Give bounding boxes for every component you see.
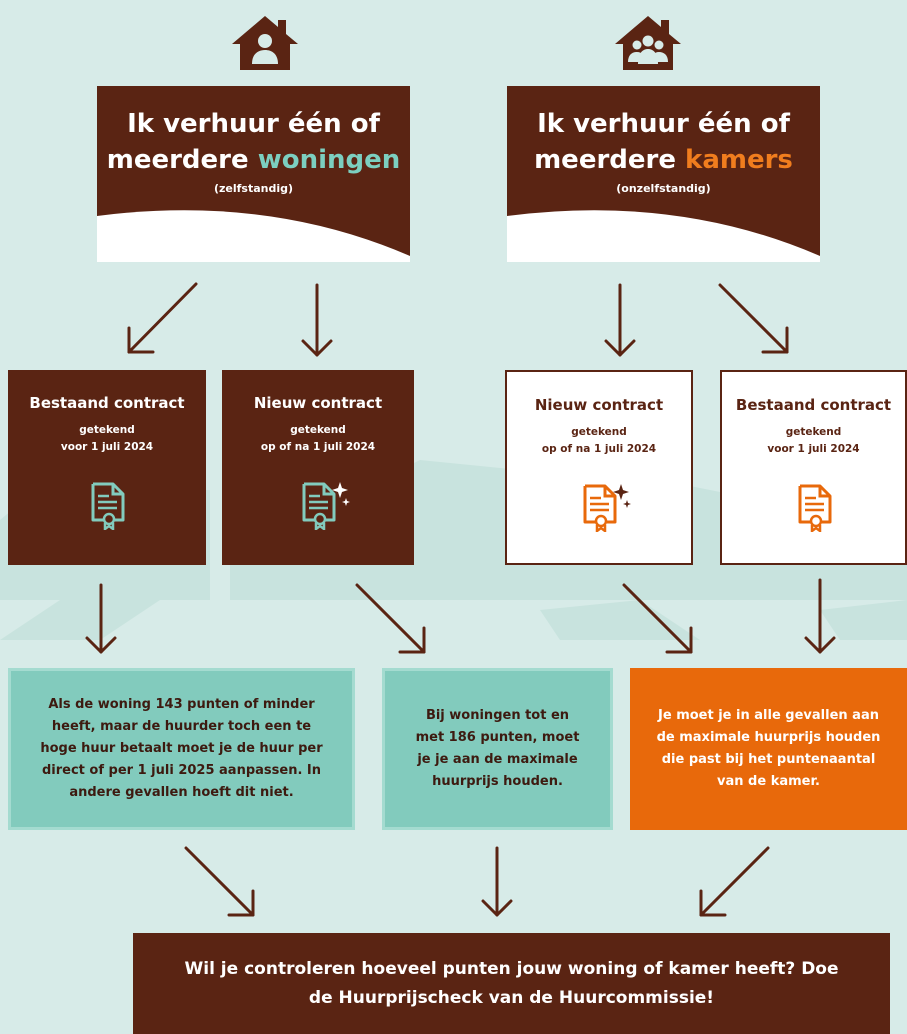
contract-document-sparkle-icon: [302, 482, 350, 530]
contract-title: Nieuw contract: [534, 396, 664, 414]
contract-title: Bestaand contract: [29, 394, 185, 412]
kamers-subtitle: (onzelfstandig): [616, 182, 711, 195]
conclusion-text: Wil je controleren hoeveel punten jouw w…: [184, 958, 839, 1008]
arrow-right-to-existing: [718, 283, 789, 354]
woningen-title: Ik verhuur één of meerdere woningen: [106, 109, 401, 175]
box-wave-decoration: [507, 210, 820, 262]
woningen-subtitle: (zelfstandig): [213, 182, 294, 195]
outcome-existing-woning: Als de woning 143 punten of minder heeft…: [8, 668, 355, 830]
outcome-new-woning: Bij woningen tot en met 186 punten, moet…: [382, 668, 613, 830]
contract-date: getekend voor 1 juli 2024: [767, 426, 860, 455]
house-group-icon: [615, 16, 681, 70]
contract-existing-kamer: Bestaand contract getekend voor 1 juli 2…: [720, 370, 907, 565]
arrow-left-to-new: [301, 283, 333, 357]
arrow-left-to-existing: [127, 282, 198, 354]
arrow-outcome3-to-conclusion: [699, 846, 770, 917]
house-single-person-icon: [232, 16, 298, 70]
woningen-accent-word: woningen: [257, 145, 401, 175]
arrow-outcome1-to-conclusion: [184, 846, 255, 917]
contract-existing-woning: Bestaand contract getekend voor 1 juli 2…: [8, 370, 206, 565]
contract-date: getekend voor 1 juli 2024: [60, 424, 154, 453]
contract-new-kamer: Nieuw contract getekend op of na 1 juli …: [505, 370, 693, 565]
arrow-new-kamer-to-outcome: [622, 583, 693, 654]
arrow-right-to-new: [604, 283, 636, 357]
contract-new-woning: Nieuw contract getekend op of na 1 juli …: [222, 370, 414, 565]
contract-title: Bestaand contract: [735, 396, 892, 414]
kamers-accent-word: kamers: [685, 145, 793, 175]
arrow-new-woning-to-outcome: [355, 583, 426, 654]
contract-document-icon: [798, 484, 831, 532]
outcome-kamers: Je moet je in alle gevallen aan de maxim…: [630, 668, 907, 830]
arrow-existing-kamer-to-outcome: [804, 578, 836, 654]
contract-document-sparkle-icon: [583, 484, 631, 532]
woningen-category-box: Ik verhuur één of meerdere woningen (zel…: [97, 86, 410, 262]
kamers-title: Ik verhuur één of meerdere kamers: [534, 109, 793, 175]
contract-document-icon: [91, 482, 125, 530]
contract-date: getekend op of na 1 juli 2024: [260, 424, 376, 453]
kamers-category-box: Ik verhuur één of meerdere kamers (onzel…: [507, 86, 820, 262]
arrow-existing-woning-to-outcome: [85, 583, 117, 654]
box-wave-decoration: [97, 210, 410, 262]
contract-date: getekend op of na 1 juli 2024: [541, 426, 657, 455]
arrow-outcome2-to-conclusion: [481, 846, 513, 917]
conclusion-banner: Wil je controleren hoeveel punten jouw w…: [133, 933, 890, 1034]
contract-title: Nieuw contract: [253, 394, 383, 412]
